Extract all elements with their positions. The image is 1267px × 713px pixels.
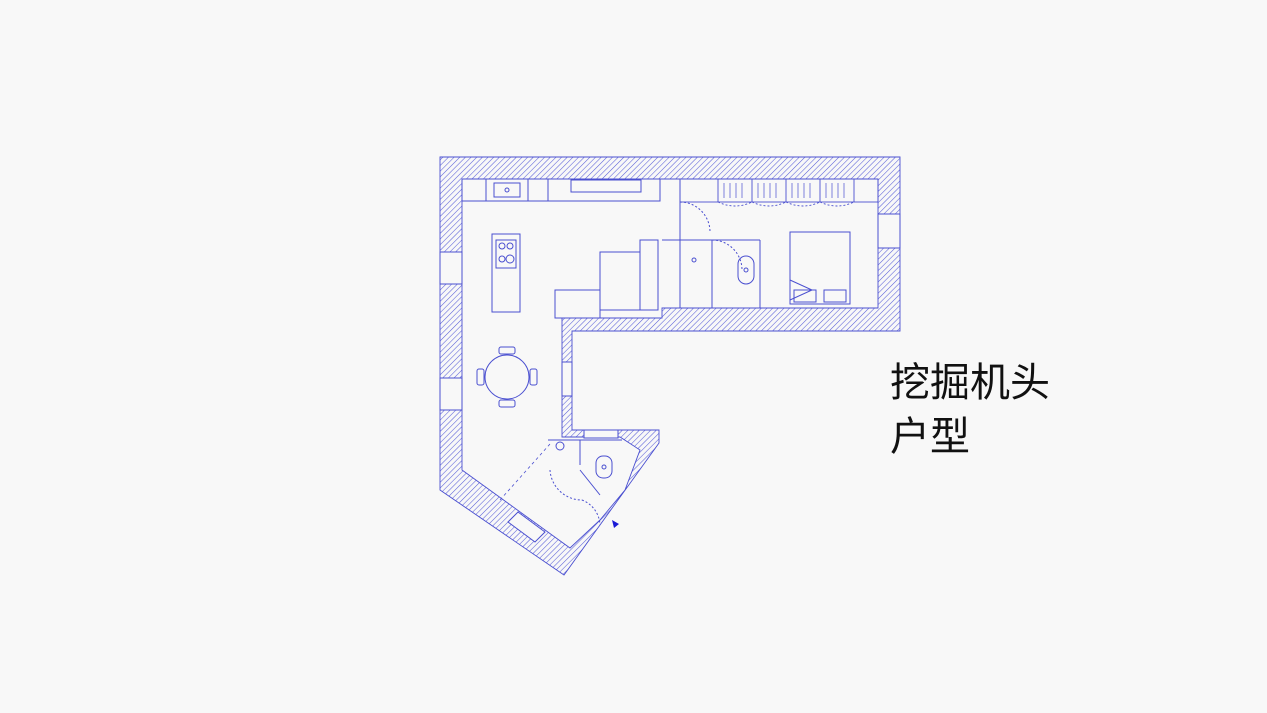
kitchen-counter <box>461 178 661 202</box>
guest-bath-fixtures <box>549 441 613 526</box>
bed <box>789 231 851 305</box>
bathroom-fixtures <box>679 201 755 285</box>
cooktop-island <box>491 233 521 313</box>
caption: 挖掘机头 户型 <box>890 356 1050 464</box>
sofa <box>554 239 659 319</box>
caption-line-1: 挖掘机头 <box>890 360 1050 406</box>
exterior-walls <box>439 156 901 576</box>
floor-plan-drawing <box>439 156 901 576</box>
windows <box>439 213 901 543</box>
mouse-cursor-icon <box>612 520 619 528</box>
interior-partitions <box>548 180 761 496</box>
wardrobe <box>679 178 879 207</box>
caption-line-2: 户型 <box>890 414 970 460</box>
dashed-guide <box>499 443 551 501</box>
dining-table <box>476 346 538 408</box>
